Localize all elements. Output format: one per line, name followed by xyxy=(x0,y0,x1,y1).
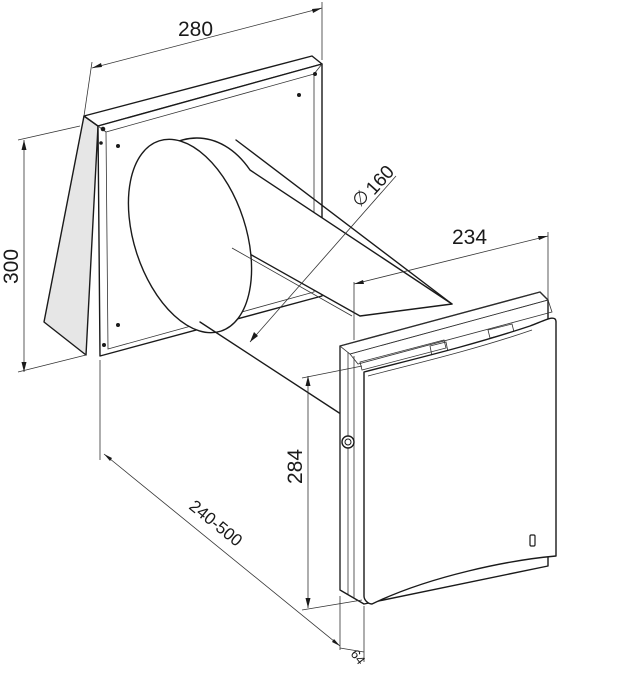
dim-284 xyxy=(301,365,363,611)
dim-64 xyxy=(339,606,365,662)
dim-label-280: 280 xyxy=(178,18,213,41)
dim-240-500 xyxy=(99,360,341,650)
dim-280 xyxy=(83,2,323,117)
duct-tube xyxy=(127,137,453,421)
dim-300 xyxy=(17,125,87,373)
dim-label-284: 284 xyxy=(284,449,307,484)
dim-160 xyxy=(249,175,397,343)
dim-label-240-500: 240-500 xyxy=(185,496,245,550)
front-panel xyxy=(339,291,557,605)
dim-label-234: 234 xyxy=(452,226,487,249)
dim-234 xyxy=(353,232,549,340)
dim-label-160: 160 xyxy=(362,162,399,200)
dim-label-300: 300 xyxy=(0,249,23,284)
